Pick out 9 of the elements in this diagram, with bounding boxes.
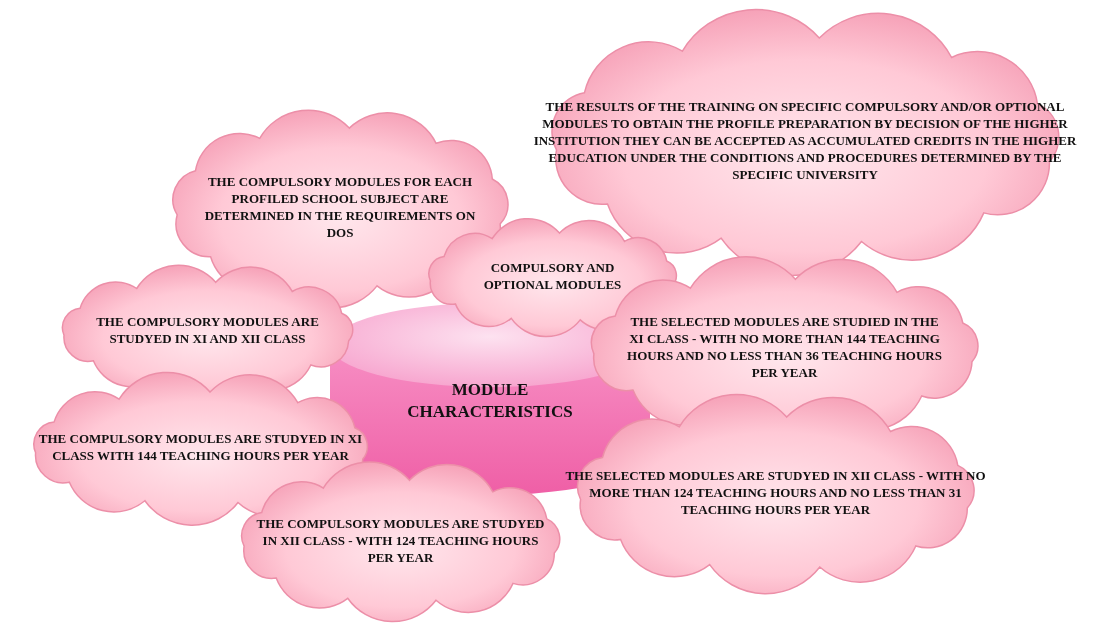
cloud-text: THE COMPULSORY MODULES ARE STUDYED IN XI CLASS WITH 144 TEACHING HOURS PER YEAR [37,431,364,465]
cloud-text: COMPULSORY AND OPTIONAL MODULES [482,260,623,294]
cloud-text: THE COMPULSORY MODULES ARE STUDYED IN XII CLASS - WITH 124 TEACHING HOURS PER YEAR [255,515,546,567]
cloud-text: THE COMPULSORY MODULES FOR EACH PROFILED SCHOOL SUBJECT ARE DETERMINED IN THE REQUIREMENTS ON DOS [203,174,477,242]
cloud-text: THE COMPULSORY MODULES ARE STUDYED IN XI AND XII CLASS [95,314,320,348]
cloud-text: THE RESULTS OF THE TRAINING ON SPECIFIC COMPULSORY AND/OR OPTIONAL MODULES TO OBTAIN THE PROFILE PREPARATION BY DECISION OF THE HIGHER INSTITUTION THEY CAN BE ACCEPTED AS ACCUMULATED CREDITS IN THE HIGHER EDUCATION UNDER THE CONDITIONS AND PROCEDURES DETERMINED BY THE SPECIFIC UNIVERSITY [532,98,1078,184]
cloud-text: THE SELECTED MODULES ARE STUDIED IN THE XI CLASS - WITH NO MORE THAN 144 TEACHING HOURS AND NO LESS THAN 36 TEACHING HOURS PER YEAR [626,314,943,382]
cloud-text: THE SELECTED MODULES ARE STUDYED IN XII CLASS - WITH NO MORE THAN 124 TEACHING HOURS AND NO LESS THAN 31 TEACHING HOURS PER YEAR [564,467,987,519]
center-title: MODULE CHARACTERISTICS [406,379,574,424]
